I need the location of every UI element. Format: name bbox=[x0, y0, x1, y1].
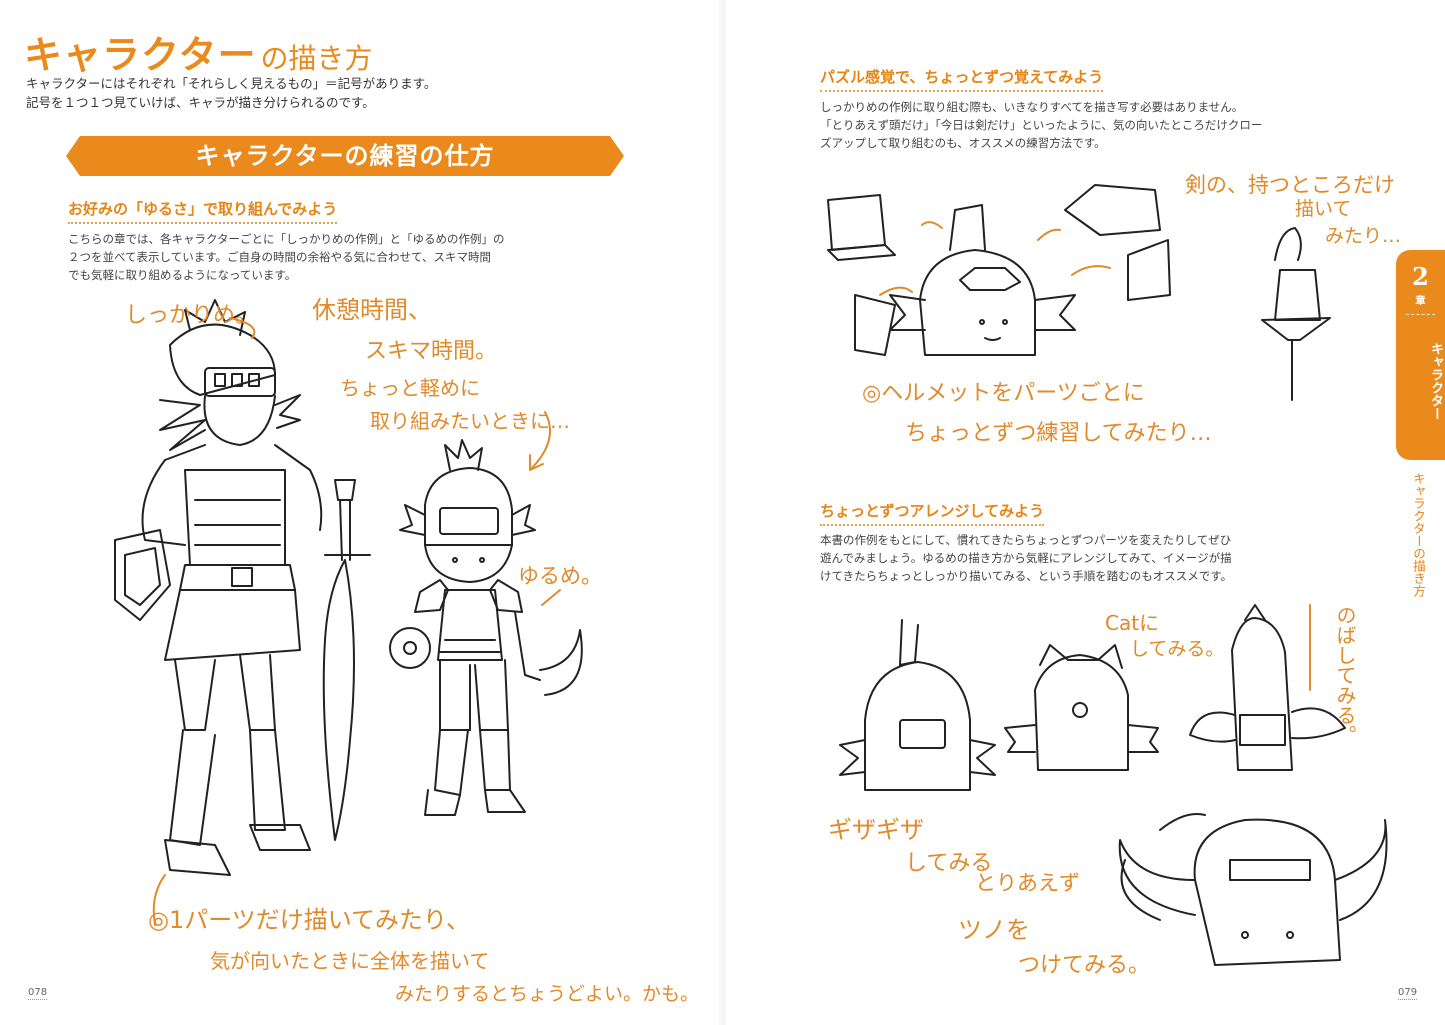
knight-chibi-illustration bbox=[389, 439, 583, 816]
note-kyukei-4: 取り組みたいときに… bbox=[370, 409, 570, 433]
note-kyukei-2: スキマ時間。 bbox=[365, 339, 497, 364]
knight-detailed-illustration bbox=[114, 299, 371, 876]
body-line: 「とりあえず頭だけ」「今日は剣だけ」といったように、気の向いたところだけクロー bbox=[820, 118, 1263, 132]
body-line: ２つを並べて表示しています。ご自身の時間の余裕やる気に合わせて、スキマ時間 bbox=[68, 250, 491, 264]
note-kyukei-3: ちょっと軽めに bbox=[340, 376, 480, 400]
section-body-yurusa: こちらの章では、各キャラクターごとに「しっかりめの作例」と「ゆるめの作例」の ２… bbox=[68, 230, 505, 284]
section-heading-yurusa: お好みの「ゆるさ」で取り組んでみよう bbox=[68, 198, 338, 224]
intro-line: キャラクターにはそれぞれ「それらしく見えるもの」＝記号があります。 bbox=[26, 76, 437, 91]
intro-text: キャラクターにはそれぞれ「それらしく見えるもの」＝記号があります。 記号を１つ１… bbox=[26, 74, 436, 112]
section-body-arrange: 本書の作例をもとにして、慣れてきたらちょっとずつパーツを変えたりしてぜひ 遊んで… bbox=[820, 531, 1232, 585]
chapter-tab[interactable]: 2 章 キャラクター bbox=[1396, 250, 1445, 460]
chapter-subtitle: キャラクターの描き方 bbox=[1411, 472, 1426, 597]
body-line: ズアップして取り組むのも、オススメの練習方法です。 bbox=[820, 136, 1106, 150]
body-line: こちらの章では、各キャラクターごとに「しっかりめの作例」と「ゆるめの作例」の bbox=[68, 232, 505, 246]
page-number-right: 079 bbox=[1398, 987, 1418, 1000]
helmet-parts-illustration bbox=[827, 184, 1331, 401]
note-giza-1: ギザギザ bbox=[828, 816, 924, 844]
banner-shape bbox=[66, 136, 624, 176]
note-cat-1: Catに bbox=[1105, 611, 1159, 635]
intro-line: 記号を１つ１つ見ていけば、キャラが描き分けられるのです。 bbox=[26, 95, 375, 110]
title-suffix: の描き方 bbox=[260, 42, 373, 75]
body-line: 遊んでみましょう。ゆるめの描き方から気軽にアレンジしてみて、イメージが描 bbox=[820, 551, 1232, 565]
note-bottom-2: 気が向いたときに全体を描いて bbox=[210, 949, 489, 973]
note-helmet-1: ◎ヘルメットをパーツごとに bbox=[862, 381, 1145, 406]
body-line: けてきたらちょっとしっかり描いてみる、という手順を踏むのもオススメです。 bbox=[820, 569, 1233, 583]
chapter-mark: 章 bbox=[1415, 296, 1426, 307]
page-title: キャラクターの描き方 bbox=[24, 24, 373, 79]
note-bottom-3: みたりするとちょうどよい。かも。 bbox=[395, 983, 699, 1005]
body-line: しっかりめの作例に取り組む際も、いきなりすべてを描き写す必要はありません。 bbox=[820, 100, 1244, 114]
note-bottom-1: ◎1パーツだけ描いてみたり、 bbox=[148, 906, 470, 934]
note-tsuno-1: とりあえず bbox=[975, 871, 1080, 895]
note-tsuno-2: ツノを bbox=[958, 916, 1030, 944]
note-cat-2: してみる。 bbox=[1130, 638, 1224, 660]
chapter-label: キャラクター bbox=[1428, 342, 1443, 420]
section-heading-arrange: ちょっとずつアレンジしてみよう bbox=[820, 500, 1045, 526]
note-sword-3: みたり… bbox=[1325, 225, 1401, 247]
note-giza-2: してみる bbox=[905, 851, 992, 876]
page-number-left: 078 bbox=[28, 987, 48, 1000]
note-helmet-2: ちょっとずつ練習してみたり… bbox=[905, 421, 1212, 446]
section-body-puzzle: しっかりめの作例に取り組む際も、いきなりすべてを描き写す必要はありません。 「と… bbox=[820, 98, 1262, 152]
note-kyukei-1: 休憩時間、 bbox=[312, 296, 432, 324]
handwritten-notes: しっかりめ。 休憩時間、 スキマ時間。 ちょっと軽めに 取り組みたいときに… ゆ… bbox=[125, 173, 1401, 1005]
note-sword-1: 剣の、持つところだけ bbox=[1185, 173, 1395, 197]
note-yurume: ゆるめ。 bbox=[518, 564, 602, 588]
page-gutter bbox=[718, 0, 728, 1025]
chapter-divider bbox=[1406, 314, 1435, 315]
arranged-helmets-illustration bbox=[839, 604, 1388, 966]
note-nobashi: のばしてみる。 bbox=[1333, 605, 1357, 745]
body-line: 本書の作例をもとにして、慣れてきたらちょっとずつパーツを変えたりしてぜひ bbox=[820, 533, 1232, 547]
body-line: でも気軽に取り組めるようになっています。 bbox=[68, 268, 297, 282]
chapter-number: 2 bbox=[1412, 262, 1429, 291]
section-heading-puzzle: パズル感覚で、ちょっとずつ覚えてみよう bbox=[820, 66, 1104, 92]
note-shikkari: しっかりめ。 bbox=[125, 303, 257, 328]
note-tsuno-3: つけてみる。 bbox=[1018, 953, 1150, 978]
title-main: キャラクター bbox=[24, 33, 257, 77]
section-banner: キャラクターの練習の仕方 bbox=[66, 136, 624, 176]
banner-label: キャラクターの練習の仕方 bbox=[195, 142, 495, 170]
note-sword-2: 描いて bbox=[1295, 198, 1351, 220]
